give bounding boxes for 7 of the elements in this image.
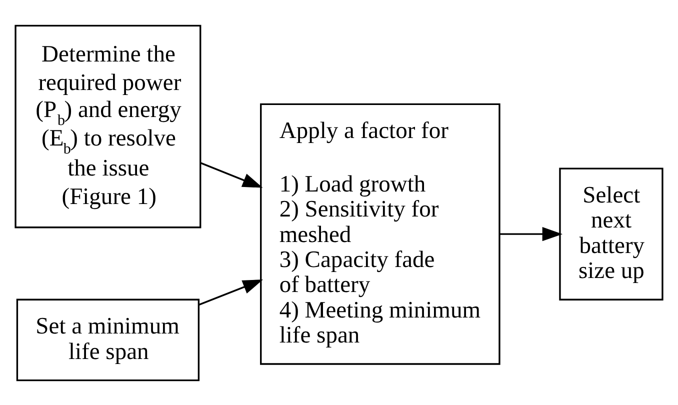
node-box: Set a minimum life span <box>16 298 200 381</box>
node-box: Determine the required power (P$_{b}$) and energy (E$_{b}$) to resolve the issue (Figure 1) <box>14 24 202 228</box>
arrow <box>198 279 264 305</box>
arrow <box>500 226 563 241</box>
arrow <box>200 162 263 188</box>
node-box: Apply a factor for 1) Load growth 2) Sensitivity for meshed 3) Capacity fade of battery 4) Meeting minimum life span <box>260 102 500 364</box>
node-box: Select next battery size up <box>559 167 664 300</box>
